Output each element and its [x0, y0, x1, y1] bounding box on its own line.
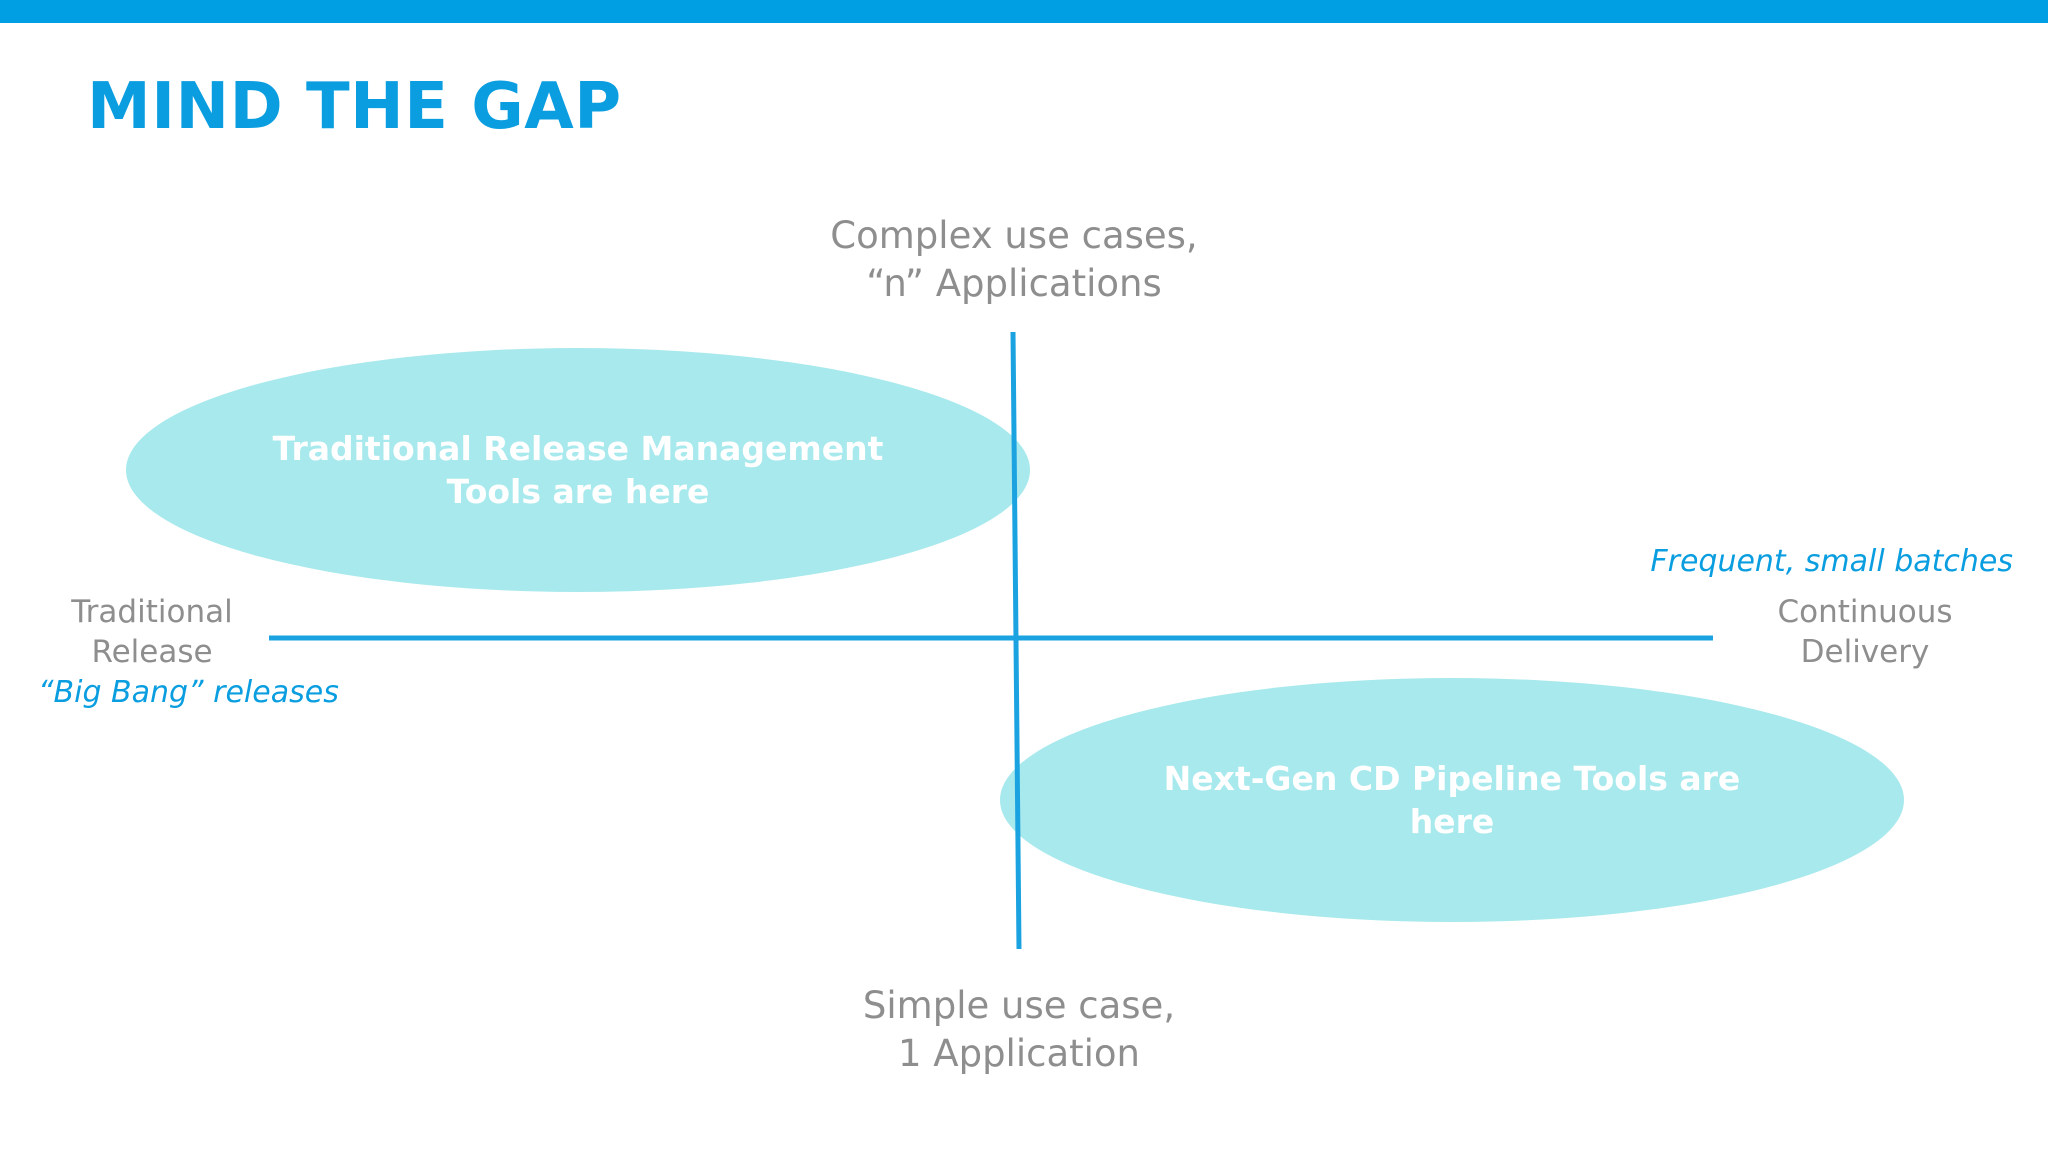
right-axis-note: Frequent, small batches — [1650, 544, 2013, 579]
next-gen-tools-ellipse — [1000, 678, 1904, 922]
next-gen-tools-label: Next-Gen CD Pipeline Tools are here — [1164, 757, 1741, 843]
left-axis-label-line2: Release — [91, 634, 213, 670]
traditional-tools-label-line1: Traditional Release Management — [272, 429, 884, 468]
traditional-tools-label-line2: Tools are here — [446, 472, 710, 511]
left-axis-note: “Big Bang” releases — [38, 675, 339, 710]
bottom-axis-label: Simple use case, 1 Application — [863, 982, 1175, 1078]
next-gen-tools-label-line2: here — [1409, 802, 1495, 841]
traditional-tools-label: Traditional Release Management Tools are… — [273, 427, 884, 513]
traditional-tools-ellipse — [126, 348, 1030, 592]
top-axis-label: Complex use cases, “n” Applications — [830, 212, 1197, 308]
top-axis-label-line2: “n” Applications — [866, 262, 1162, 305]
left-axis-label: Traditional Release — [71, 592, 232, 672]
left-axis-label-line1: Traditional — [71, 594, 233, 630]
next-gen-tools-label-line1: Next-Gen CD Pipeline Tools are — [1163, 759, 1741, 798]
slide-title: MIND THE GAP — [87, 70, 622, 144]
bottom-axis-label-line1: Simple use case, — [862, 984, 1176, 1027]
top-accent-bar — [0, 0, 2048, 23]
right-axis-label: Continuous Delivery — [1777, 592, 1952, 672]
bottom-axis-label-line2: 1 Application — [897, 1032, 1141, 1075]
top-axis-label-line1: Complex use cases, — [830, 214, 1198, 257]
right-axis-label-line1: Continuous — [1777, 594, 1953, 630]
right-axis-label-line2: Delivery — [1800, 634, 1930, 670]
